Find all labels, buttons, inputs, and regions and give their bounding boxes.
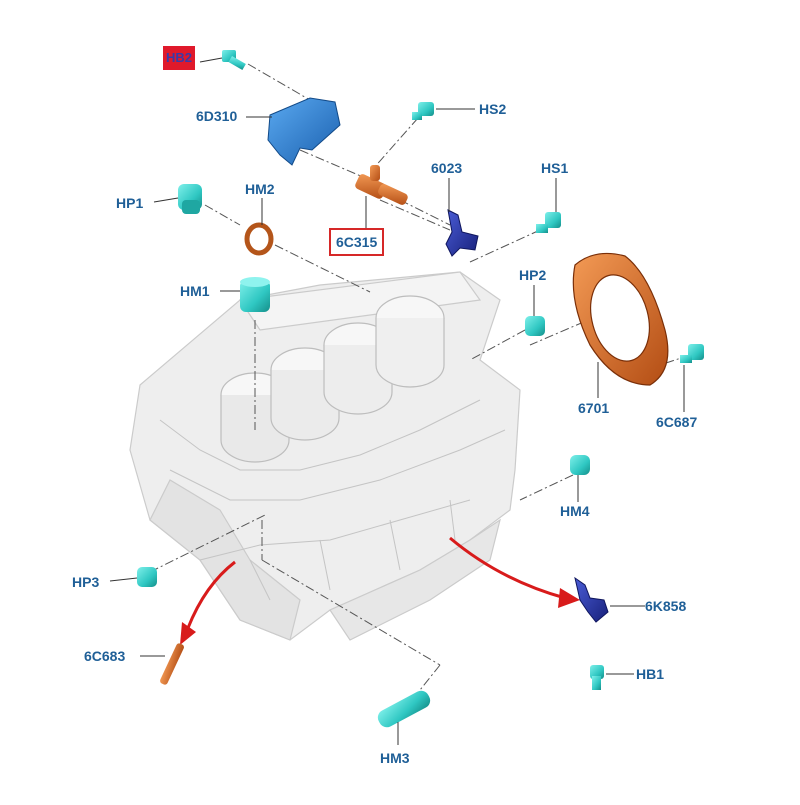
- dowel-6c683[interactable]: [159, 642, 185, 685]
- seal-retainer-6701[interactable]: [572, 252, 669, 386]
- bracket-6023[interactable]: [445, 209, 479, 257]
- hp2-plug[interactable]: [525, 316, 545, 336]
- hm2-oring[interactable]: [244, 222, 274, 256]
- hp3-plug[interactable]: [137, 567, 157, 587]
- hm4-plug[interactable]: [570, 455, 590, 475]
- hm1-sleeve[interactable]: [240, 277, 270, 312]
- label-hm2: HM2: [245, 181, 275, 197]
- label-hp3: HP3: [72, 574, 100, 590]
- bracket-6d310[interactable]: [267, 97, 341, 166]
- arrow-to-6c683: [186, 560, 236, 629]
- label-6k858: 6K858: [645, 598, 687, 614]
- label-6c683: 6C683: [84, 648, 126, 664]
- cylinder-bores: [220, 295, 445, 463]
- leader-lines: [149, 63, 691, 691]
- red-arrows: [186, 536, 566, 629]
- hp1-plug[interactable]: [178, 184, 202, 214]
- label-6701: 6701: [578, 400, 610, 416]
- label-6d310: 6D310: [196, 108, 238, 124]
- label-hb2: HB2: [163, 46, 196, 70]
- label-hp2: HP2: [519, 267, 547, 283]
- engine-block: [129, 271, 521, 641]
- hb2-bolt[interactable]: [222, 50, 246, 71]
- arrowhead-6k858: [558, 588, 580, 608]
- label-hs1: HS1: [541, 160, 569, 176]
- label-hb1: HB1: [636, 666, 665, 682]
- arrow-to-6k858: [449, 536, 566, 600]
- hb1-bolt[interactable]: [590, 665, 604, 690]
- arrowhead-6c683: [180, 622, 196, 645]
- oil-jet-6k858[interactable]: [574, 576, 609, 623]
- label-hm3: HM3: [380, 750, 410, 766]
- hm3-pin[interactable]: [375, 688, 433, 730]
- block-webbing: [159, 399, 506, 601]
- hs2-bolt[interactable]: [412, 102, 434, 120]
- label-hs2: HS2: [479, 101, 507, 117]
- label-hm4: HM4: [560, 503, 590, 519]
- label-6c315: 6C315: [329, 228, 385, 256]
- label-pointers: [109, 57, 685, 745]
- label-hm1: HM1: [180, 283, 210, 299]
- label-hp1: HP1: [116, 195, 144, 211]
- bolt-6c687[interactable]: [680, 344, 704, 363]
- sensor-6c315[interactable]: [354, 165, 409, 206]
- label-6c687: 6C687: [656, 414, 698, 430]
- label-6023: 6023: [431, 160, 463, 176]
- hs1-bolt[interactable]: [536, 212, 561, 233]
